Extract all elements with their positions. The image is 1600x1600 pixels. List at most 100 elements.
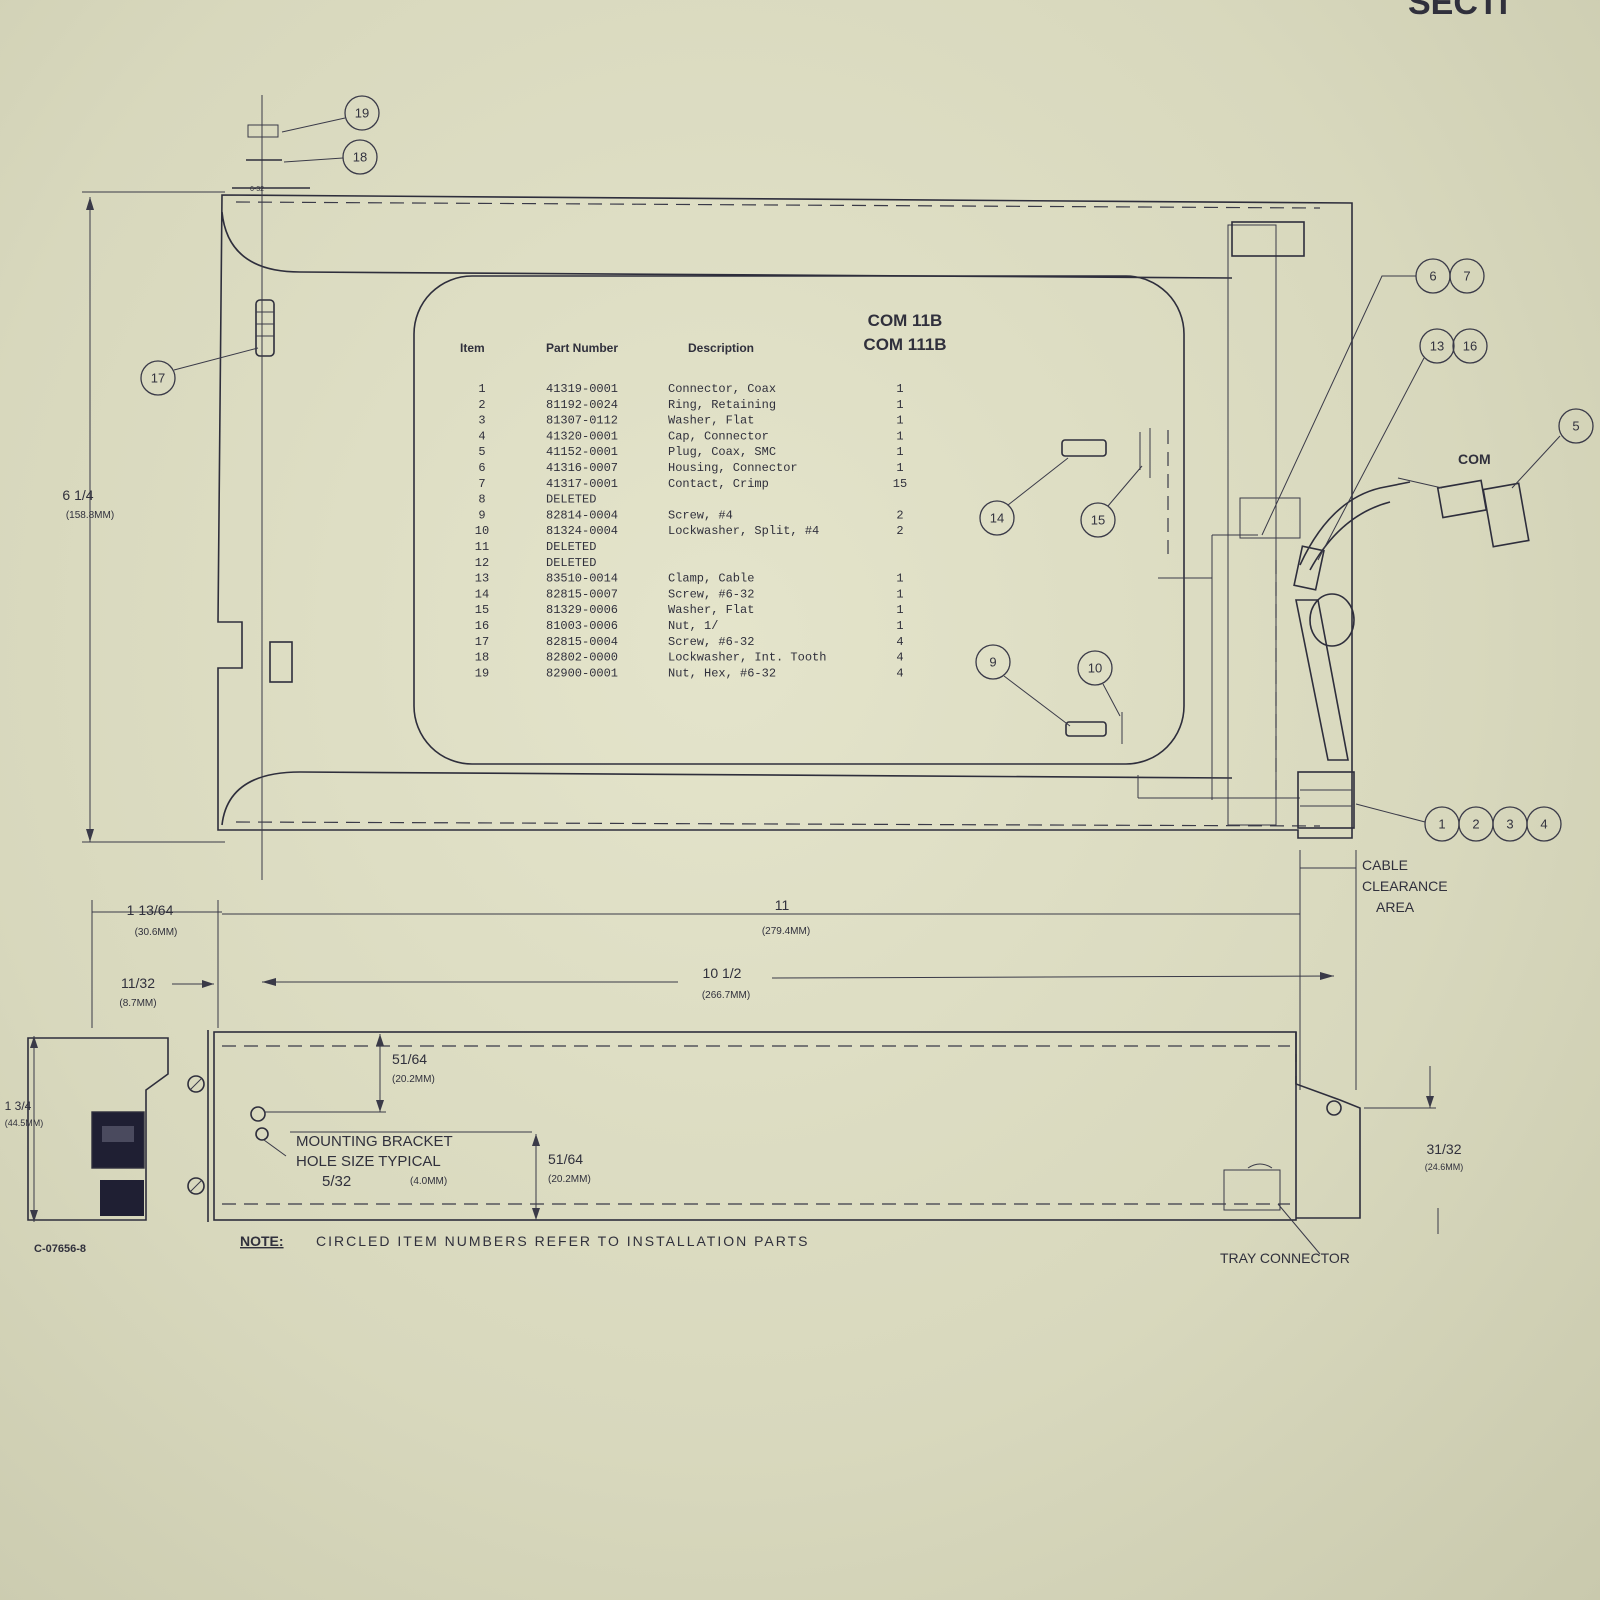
cell-qty: 2: [896, 524, 903, 538]
cell-qty: 1: [896, 619, 903, 633]
svg-text:17: 17: [151, 371, 165, 386]
cell-desc: Contact, Crimp: [668, 477, 769, 491]
overall-dim: 11: [775, 897, 790, 913]
table-row: 7 41317-0001 Contact, Crimp 15: [478, 477, 907, 491]
callout-13: 13: [1419, 328, 1455, 364]
table-row: 5 41152-0001 Plug, Coax, SMC 1: [478, 445, 903, 459]
cell-item: 4: [478, 429, 485, 443]
cell-desc: Clamp, Cable: [668, 572, 754, 586]
mounting-bracket-label-1: MOUNTING BRACKET: [296, 1133, 453, 1150]
header-fragment: SECTI: [1408, 0, 1508, 22]
cell-desc: Screw, #6-32: [668, 635, 754, 649]
svg-text:15: 15: [1091, 513, 1105, 528]
cell-desc: Washer, Flat: [668, 414, 754, 428]
cell-part: 82815-0007: [546, 587, 618, 601]
svg-text:7: 7: [1463, 269, 1470, 284]
inset-dim-mm: (8.7MM): [119, 998, 156, 1009]
callout-4: 4: [1526, 806, 1562, 842]
cell-item: 16: [475, 619, 489, 633]
table-row: 12 DELETED: [475, 556, 597, 570]
cell-desc: Housing, Connector: [668, 461, 798, 475]
cable-clearance-3: AREA: [1376, 899, 1415, 915]
cell-item: 5: [478, 445, 485, 459]
cell-item: 1: [478, 382, 485, 396]
cell-item: 11: [475, 540, 489, 554]
tray-side-view: TRAY CONNECTOR MOUNTING BRACKET HOLE SIZ…: [5, 1030, 1463, 1266]
cell-qty: 1: [896, 572, 903, 586]
svg-text:16: 16: [1463, 339, 1477, 354]
cell-part: 41320-0001: [546, 429, 618, 443]
cell-part: 82815-0004: [546, 635, 618, 649]
cell-item: 8: [478, 493, 485, 507]
cell-part: DELETED: [546, 556, 596, 570]
cell-part: 82900-0001: [546, 666, 618, 680]
side-height-dim: 1 3/4: [5, 1099, 32, 1113]
cell-item: 18: [475, 651, 489, 665]
cell-item: 14: [475, 587, 489, 601]
cell-desc: Screw, #4: [668, 508, 733, 522]
table-row: 8 DELETED: [478, 493, 596, 507]
callout-2: 2: [1458, 806, 1494, 842]
cell-part: 83510-0014: [546, 572, 618, 586]
cell-qty: 15: [893, 477, 907, 491]
height-dim: 6 1/4: [62, 487, 93, 503]
callout-7: 7: [1449, 258, 1485, 294]
model-line-2: COM 111B: [863, 335, 946, 354]
cell-qty: 4: [896, 666, 903, 680]
cell-item: 19: [475, 666, 489, 680]
callouts: 19 18 17 6 7 13 16 5 COM 14 15 9 10 1 2 …: [140, 95, 1594, 842]
note-prefix: NOTE:: [240, 1233, 284, 1249]
table-row: 13 83510-0014 Clamp, Cable 1: [475, 572, 904, 586]
cell-item: 12: [475, 556, 489, 570]
svg-text:4: 4: [1540, 817, 1547, 832]
callout-10: 10: [1077, 650, 1113, 686]
cell-part: 82814-0004: [546, 508, 618, 522]
cell-item: 7: [478, 477, 485, 491]
com-label: COM: [1458, 451, 1491, 467]
cell-part: 41316-0007: [546, 461, 618, 475]
callout-5: 5: [1558, 408, 1594, 444]
col-part-header: Part Number: [546, 341, 618, 355]
callout-1: 1: [1424, 806, 1460, 842]
cell-part: DELETED: [546, 493, 596, 507]
cell-qty: 1: [896, 398, 903, 412]
cell-qty: 4: [896, 651, 903, 665]
cell-part: 41152-0001: [546, 445, 618, 459]
cell-desc: Screw, #6-32: [668, 587, 754, 601]
cell-qty: 1: [896, 445, 903, 459]
svg-text:18: 18: [353, 150, 367, 165]
callout-6: 6: [1415, 258, 1451, 294]
note-text: CIRCLED ITEM NUMBERS REFER TO INSTALLATI…: [316, 1233, 810, 1249]
svg-text:19: 19: [355, 106, 369, 121]
cell-item: 9: [478, 508, 485, 522]
cell-desc: Nut, 1/: [668, 619, 718, 633]
cell-part: 82802-0000: [546, 651, 618, 665]
callout-19: 19: [344, 95, 380, 131]
svg-text:14: 14: [990, 511, 1004, 526]
cell-part: 41317-0001: [546, 477, 618, 491]
callout-16: 16: [1452, 328, 1488, 364]
cell-qty: 1: [896, 429, 903, 443]
cell-item: 13: [475, 572, 489, 586]
cell-qty: 1: [896, 461, 903, 475]
cell-item: 2: [478, 398, 485, 412]
cell-desc: Plug, Coax, SMC: [668, 445, 776, 459]
hole-bottom-dim: 51/64: [548, 1151, 583, 1167]
cell-desc: Washer, Flat: [668, 603, 754, 617]
cell-qty: 4: [896, 635, 903, 649]
cell-qty: 1: [896, 603, 903, 617]
left-offset-dim: 1 13/64: [127, 902, 174, 918]
callout-14: 14: [979, 500, 1015, 536]
cell-item: 10: [475, 524, 489, 538]
cell-desc: Connector, Coax: [668, 382, 776, 396]
cell-part: DELETED: [546, 540, 596, 554]
